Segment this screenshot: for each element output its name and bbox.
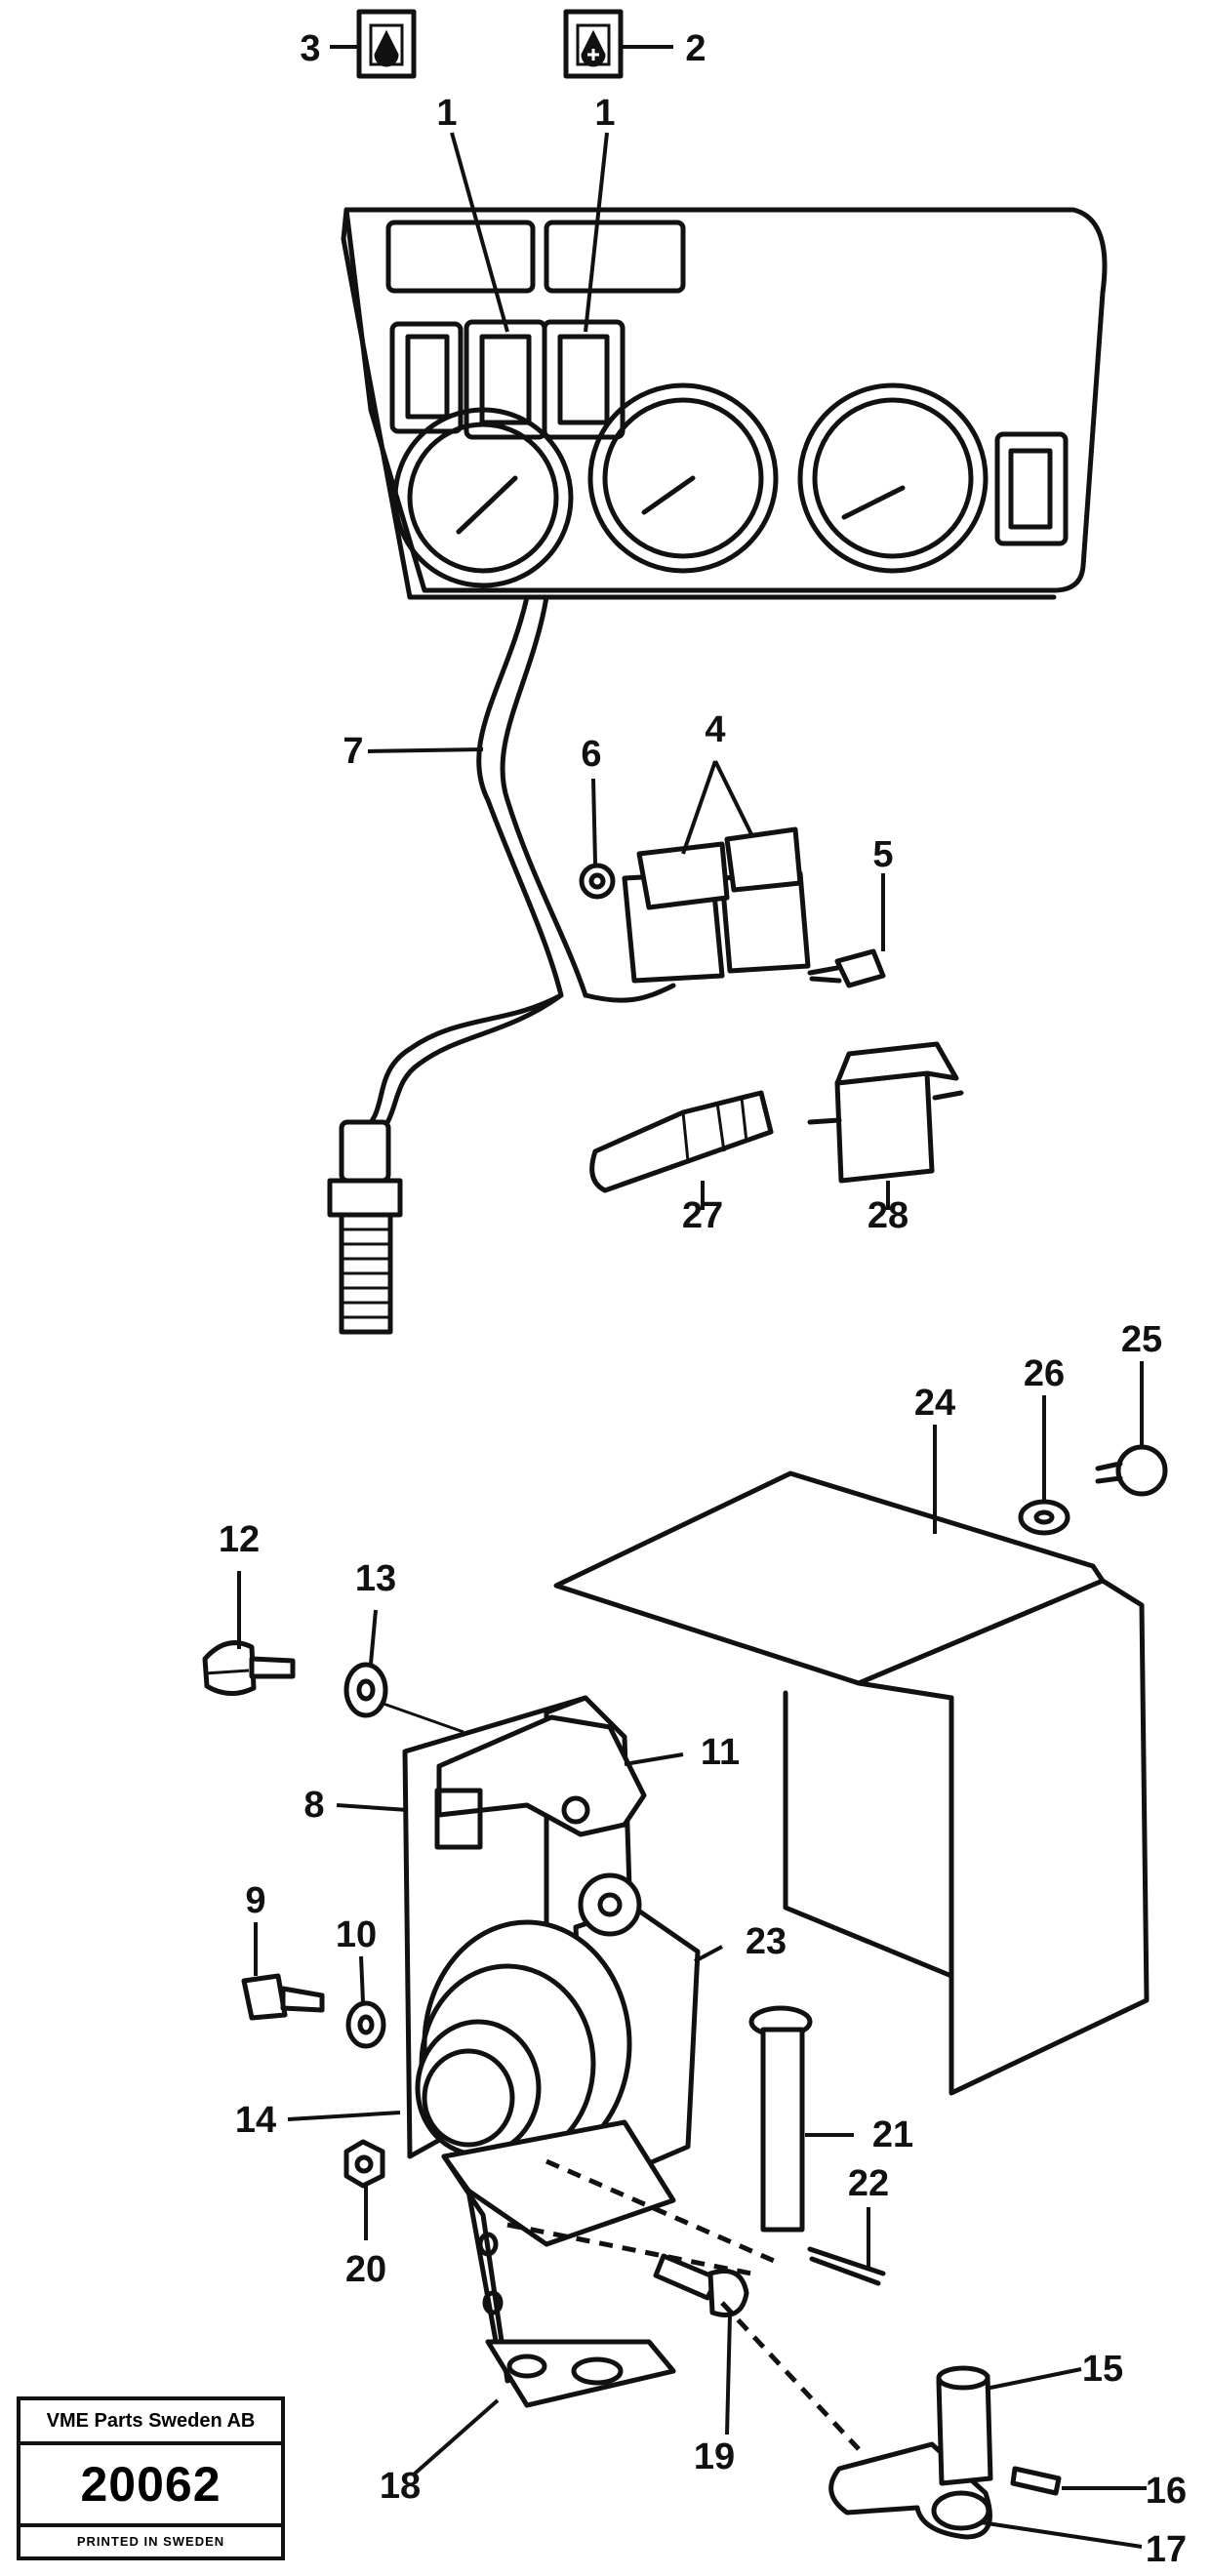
callout-1b: 1 <box>594 93 615 134</box>
clamp-11 <box>434 1714 647 1850</box>
pin-16 <box>1010 2466 1062 2496</box>
callout-21: 21 <box>872 2114 913 2155</box>
bracket-18 <box>441 2119 676 2408</box>
callout-4: 4 <box>705 709 725 750</box>
callout-26: 26 <box>1024 1353 1065 1394</box>
callout-7: 7 <box>343 731 363 772</box>
callout-1a: 1 <box>436 93 457 134</box>
terminal-27 <box>589 1090 774 1193</box>
cover-24 <box>553 1470 1150 2096</box>
printed-note: PRINTED IN SWEDEN <box>76 2534 225 2549</box>
bolt-9 <box>241 1973 325 2021</box>
callout-3: 3 <box>300 28 320 69</box>
pin-21 <box>748 2005 813 2233</box>
callout-20: 20 <box>345 2249 386 2290</box>
symbol-tag-3 <box>356 9 417 79</box>
callout-2: 2 <box>685 28 706 69</box>
callout-11: 11 <box>701 1732 740 1773</box>
callout-10: 10 <box>336 1914 377 1955</box>
relay-socket-28 <box>807 1041 964 1184</box>
instrument-panel <box>341 207 1108 600</box>
callout-18: 18 <box>380 2466 421 2507</box>
callout-8: 8 <box>303 1785 324 1826</box>
part-number: 20062 <box>20 2445 281 2527</box>
callout-28: 28 <box>868 1195 908 1236</box>
callout-24: 24 <box>914 1383 955 1424</box>
assembly-lines <box>204 1669 861 2451</box>
callout-15: 15 <box>1082 2349 1123 2390</box>
nut-20 <box>343 2139 385 2189</box>
washer-10 <box>345 2000 386 2049</box>
callout-14: 14 <box>235 2100 276 2141</box>
cotter-22 <box>807 2246 886 2286</box>
callout-25: 25 <box>1121 1319 1162 1360</box>
callout-27: 27 <box>682 1195 723 1236</box>
callout-6: 6 <box>581 734 601 775</box>
callout-23: 23 <box>746 1921 787 1962</box>
callout-16: 16 <box>1146 2471 1187 2512</box>
callout-9: 9 <box>245 1880 265 1921</box>
screw-25 <box>1095 1444 1168 1497</box>
company-name: VME Parts Sweden AB <box>20 2400 281 2445</box>
callout-numbers: 3 2 1 1 7 6 4 5 27 28 25 26 24 12 13 11 … <box>219 28 1187 2570</box>
callout-13: 13 <box>355 1558 396 1599</box>
leader-lines <box>237 45 1147 2549</box>
bolt-19 <box>653 2253 749 2317</box>
washer-26 <box>1018 1499 1070 1536</box>
symbol-tag-2 <box>563 9 624 79</box>
washer-13 <box>343 1662 464 1734</box>
callout-17: 17 <box>1146 2529 1187 2570</box>
callout-5: 5 <box>872 834 893 875</box>
callout-19: 19 <box>694 2436 735 2477</box>
relay-assembly <box>579 826 886 988</box>
callout-22: 22 <box>848 2163 889 2204</box>
sleeve-15 <box>936 2365 993 2486</box>
wiring-harness <box>327 594 676 1335</box>
callout-12: 12 <box>219 1519 260 1560</box>
bolt-12 <box>202 1640 296 1696</box>
title-stamp: VME Parts Sweden AB 20062 PRINTED IN SWE… <box>17 2396 285 2560</box>
